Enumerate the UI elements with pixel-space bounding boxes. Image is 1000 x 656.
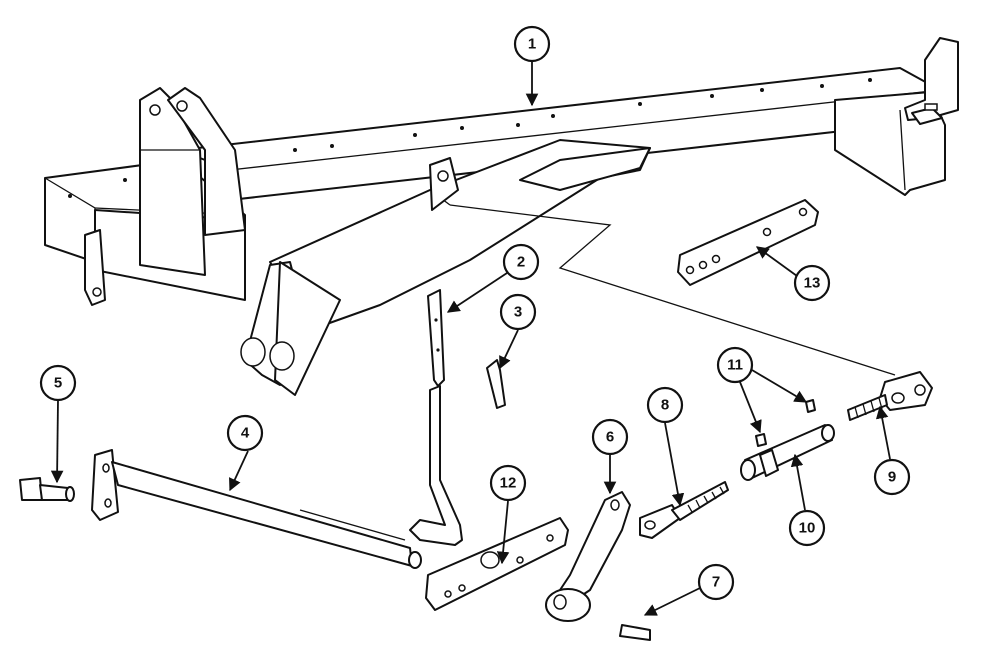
svg-text:9: 9 [888,469,896,486]
callout-2: 2 [502,243,540,281]
callout-9: 9 [873,458,911,496]
svg-text:3: 3 [514,304,522,321]
part-9-clevis [847,371,933,421]
part-4-shaft [91,449,422,569]
callout-1: 1 [513,25,551,63]
callout-11: 11 [716,346,754,384]
svg-text:7: 7 [712,574,720,591]
main-frame [44,37,959,396]
svg-text:8: 8 [661,397,669,414]
part-7-key [619,624,651,641]
part-2-rod [409,289,463,546]
leader-lines [50,62,891,616]
svg-text:6: 6 [606,429,614,446]
callout-4: 4 [226,414,264,452]
svg-text:5: 5 [54,375,62,392]
svg-text:11: 11 [727,357,743,374]
callout-5: 5 [39,364,77,402]
svg-text:12: 12 [500,475,517,492]
part-3-clip [486,359,506,409]
svg-text:10: 10 [799,520,816,537]
part-6-lever [545,491,631,622]
callout-3: 3 [499,293,537,331]
part-11-fittings [755,399,816,447]
callout-7: 7 [697,563,735,601]
callout-6: 6 [591,418,629,456]
part-10-tube [740,424,835,481]
beam-holes [293,78,872,152]
part-8-clevis [639,481,729,539]
svg-text:2: 2 [517,254,525,271]
part-13-flat-bar [677,199,819,286]
part-5-pin [19,477,75,502]
callout-10: 10 [788,509,826,547]
svg-text:4: 4 [241,425,250,442]
callout-8: 8 [646,386,684,424]
callout-12: 12 [489,464,527,502]
svg-text:1: 1 [528,36,536,53]
svg-text:13: 13 [804,275,821,292]
callout-13: 13 [793,264,831,302]
